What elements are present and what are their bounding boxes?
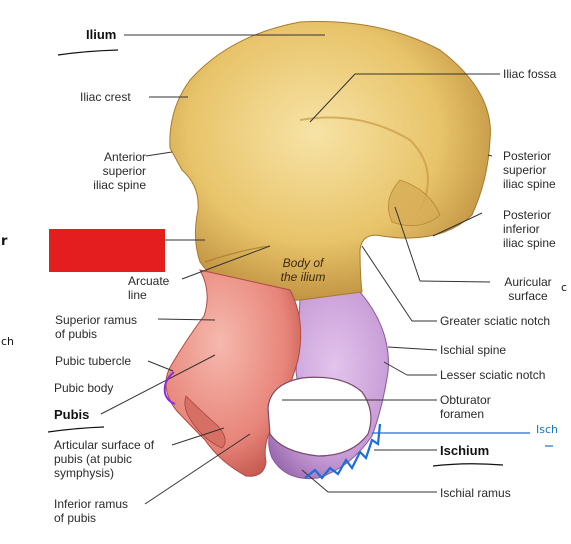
label-ischial-spine: Ischial spine — [440, 343, 507, 357]
leader-psis — [487, 154, 493, 157]
hand-underline-ilium — [57, 49, 119, 56]
label-iliac-crest: Iliac crest — [80, 90, 131, 104]
red-cover-box — [49, 229, 165, 272]
hand-bracket-pubic-body — [163, 371, 176, 405]
label-superior-ramus-of-pubis: Superior ramus of pubis — [55, 313, 138, 341]
leader-asis — [145, 151, 173, 157]
label-iliac-fossa: Iliac fossa — [503, 67, 557, 81]
label-inferior-ramus-of-pubis: Inferior ramus of pubis — [54, 497, 129, 525]
label-greater-sciatic-notch: Greater sciatic notch — [440, 314, 551, 328]
leader-pubic-tubercle — [147, 360, 174, 372]
articular-surface-detail — [184, 395, 226, 449]
obturator-foramen-hole — [267, 376, 372, 457]
leader-sup-ramus — [157, 318, 216, 321]
label-posterior-superior-iliac-spine: Posterior superior iliac spine — [503, 149, 556, 191]
leader-ischial-spine — [387, 346, 438, 351]
leader-iliac-fossa-b — [309, 73, 356, 123]
hand-right-c: c — [561, 281, 568, 294]
label-pubic-tubercle: Pubic tubercle — [55, 354, 132, 368]
leader-greater-notch-b — [361, 245, 413, 322]
label-posterior-inferior-iliac-spine: Posterior inferior iliac spine — [503, 208, 556, 250]
label-ilium: Ilium — [86, 27, 117, 42]
label-pubis: Pubis — [54, 407, 90, 422]
leader-arcuate — [181, 245, 271, 280]
label-ischium: Ischium — [440, 443, 490, 458]
iliac-fossa-ridge — [299, 116, 429, 211]
label-ischial-ramus: Ischial ramus — [440, 486, 511, 500]
label-anterior-superior-iliac-spine: Anterior superior iliac spine — [93, 150, 146, 192]
leader-auricular — [419, 280, 491, 283]
leader-articular — [171, 427, 225, 446]
hand-blue-scribble — [304, 423, 382, 480]
hand-left-r: r — [1, 234, 8, 249]
label-articular-surface-of-pubis: Articular surface of pubis (at pubic sym… — [54, 438, 155, 480]
label-auricular-surface: Auricular surface — [504, 275, 552, 303]
label-pubic-body: Pubic body — [54, 381, 114, 395]
leader-inf-ramus — [144, 433, 251, 505]
hand-underline-pubis — [47, 426, 105, 433]
leader-lesser-notch-b — [383, 361, 408, 376]
hand-right-isch: Isch — [536, 423, 558, 436]
auricular-detail — [388, 179, 441, 227]
ilium-region — [169, 21, 491, 301]
arcuate-ridge — [204, 245, 271, 263]
leader-pubis — [100, 354, 216, 415]
label-body-of-the-ilium: Body of the ilium — [280, 256, 326, 284]
label-obturator-foramen: Obturator foramen — [440, 393, 491, 421]
leader-pils — [432, 212, 483, 237]
leader-auricular-b — [394, 206, 421, 282]
label-lesser-sciatic-notch: Lesser sciatic notch — [440, 368, 546, 382]
leader-ischial-ramus-b — [301, 469, 329, 493]
hand-underline-ischium — [432, 463, 504, 467]
label-arcuate-line: Arcuate line — [128, 274, 170, 302]
hand-left-ch: ch — [1, 335, 15, 348]
